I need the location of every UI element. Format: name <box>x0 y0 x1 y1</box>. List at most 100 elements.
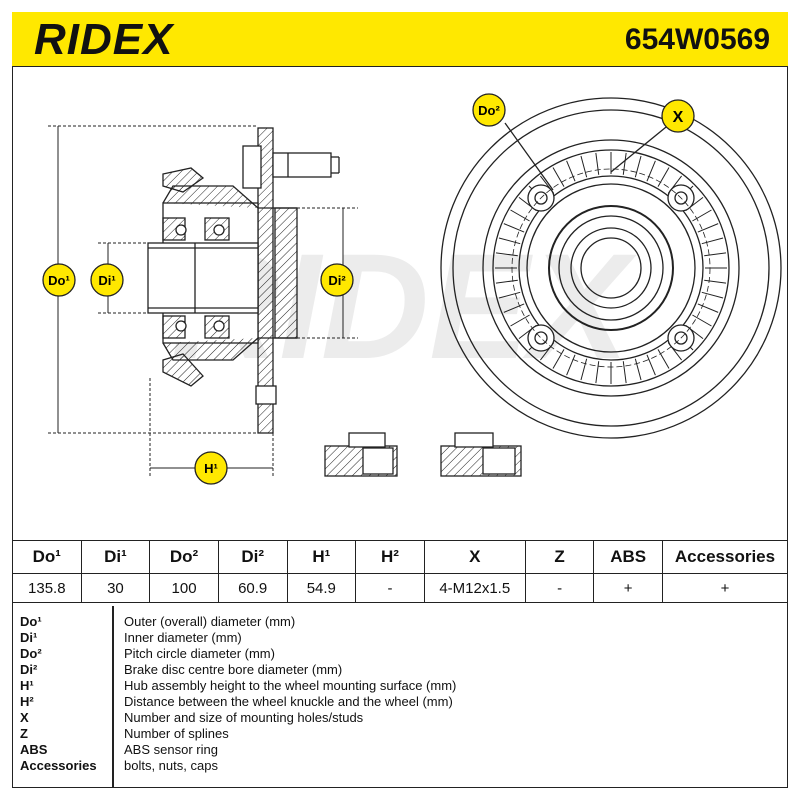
abs-tooth <box>510 314 530 327</box>
spec-value: + <box>593 573 663 603</box>
abs-tooth <box>634 358 642 381</box>
spec-header: H¹ <box>286 540 357 574</box>
legend-item: Do² Pitch circle diameter (mm) <box>12 646 788 662</box>
spec-header: X <box>423 540 526 574</box>
abs-tooth <box>657 349 670 369</box>
label-do2: Do² <box>472 93 506 127</box>
label-di2: Di² <box>320 263 354 297</box>
technical-drawing: RIDEX <box>42 93 782 485</box>
legend-term: Di² <box>20 662 38 677</box>
abs-tooth <box>503 223 525 233</box>
legend-desc: Distance between the wheel knuckle and t… <box>124 694 453 709</box>
nut-icon <box>440 432 522 477</box>
legend-item: Di² Brake disc centre bore diameter (mm) <box>12 662 788 678</box>
abs-tooth <box>704 252 727 257</box>
spec-header: H² <box>355 540 425 574</box>
spec-header-row: Do¹ Di¹ Do² Di² H¹ H² X Z ABS Accessorie… <box>12 540 788 574</box>
legend: Do¹ Outer (overall) diameter (mm) Di¹ In… <box>12 606 788 788</box>
svg-text:Do¹: Do¹ <box>48 273 70 288</box>
legend-term: H¹ <box>20 678 34 693</box>
legend-item: Do¹ Outer (overall) diameter (mm) <box>12 614 788 630</box>
legend-term: Z <box>20 726 28 741</box>
abs-tooth <box>595 361 600 384</box>
legend-desc: Inner diameter (mm) <box>124 630 242 645</box>
legend-item: H² Distance between the wheel knuckle an… <box>12 694 788 710</box>
spec-header: Do¹ <box>12 540 82 574</box>
legend-item: ABS ABS sensor ring <box>12 742 788 758</box>
abs-tooth <box>566 160 576 182</box>
abs-tooth <box>697 223 719 233</box>
spec-value-row: 135.8 30 100 60.9 54.9 - 4-M12x1.5 - + + <box>12 573 788 603</box>
legend-desc: Brake disc centre bore diameter (mm) <box>124 662 343 677</box>
spec-header: Accessories <box>662 540 788 574</box>
part-number: 654W0569 <box>624 23 770 56</box>
spec-header: ABS <box>593 540 663 574</box>
abs-tooth <box>697 303 719 313</box>
legend-item: X Number and size of mounting holes/stud… <box>12 710 788 726</box>
legend-divider <box>112 606 114 788</box>
legend-term: Do² <box>20 646 42 661</box>
abs-tooth <box>704 279 727 284</box>
legend-desc: Hub assembly height to the wheel mountin… <box>124 678 457 693</box>
svg-text:Do²: Do² <box>478 103 500 118</box>
legend-term: Accessories <box>20 758 97 773</box>
spec-header: Z <box>524 540 595 574</box>
spec-value: 135.8 <box>12 573 82 603</box>
spec-header: Do² <box>149 540 219 574</box>
abs-tooth <box>701 237 724 245</box>
label-do1: Do¹ <box>42 263 76 297</box>
legend-term: ABS <box>20 742 48 757</box>
abs-tooth <box>701 291 724 299</box>
abs-sensor-ring <box>495 152 727 384</box>
hub-side-section <box>147 127 340 434</box>
spec-value: 100 <box>149 573 219 603</box>
brand-logo: RIDEX <box>34 15 174 64</box>
legend-term: Di¹ <box>20 630 38 645</box>
legend-desc: bolts, nuts, caps <box>124 758 218 773</box>
spec-value: 4-M12x1.5 <box>423 573 526 603</box>
abs-tooth <box>657 167 670 187</box>
spec-value: + <box>662 573 788 603</box>
label-di1: Di¹ <box>90 263 124 297</box>
abs-tooth <box>622 361 627 384</box>
legend-item: Z Number of splines <box>12 726 788 742</box>
abs-tooth <box>498 237 521 245</box>
abs-tooth <box>692 209 712 222</box>
legend-desc: Pitch circle diameter (mm) <box>124 646 275 661</box>
legend-term: X <box>20 710 29 725</box>
abs-tooth <box>580 358 588 381</box>
label-h1: H¹ <box>194 451 228 485</box>
legend-desc: Number and size of mounting holes/studs <box>124 710 364 725</box>
abs-tooth <box>495 279 518 284</box>
legend-item: H¹ Hub assembly height to the wheel moun… <box>12 678 788 694</box>
header-bar: RIDEX 654W0569 <box>12 12 788 67</box>
spec-value: - <box>524 573 595 603</box>
legend-desc: ABS sensor ring <box>124 742 218 757</box>
legend-term: Do¹ <box>20 614 42 629</box>
svg-text:H¹: H¹ <box>204 461 218 476</box>
spec-value: 54.9 <box>286 573 357 603</box>
abs-tooth <box>503 303 525 313</box>
abs-tooth <box>692 314 712 327</box>
nut-icon <box>324 432 398 477</box>
legend-item: Accessories bolts, nuts, caps <box>12 758 788 774</box>
abs-tooth <box>595 152 600 175</box>
abs-tooth <box>622 152 627 175</box>
abs-tooth <box>510 209 530 222</box>
spec-value: - <box>355 573 425 603</box>
spec-header: Di¹ <box>80 540 151 574</box>
abs-tooth <box>498 291 521 299</box>
svg-text:X: X <box>673 109 684 126</box>
spec-header: Di² <box>217 540 288 574</box>
abs-tooth <box>646 160 656 182</box>
abs-tooth <box>552 349 565 369</box>
abs-tooth <box>566 354 576 376</box>
abs-tooth <box>634 155 642 178</box>
legend-item: Di¹ Inner diameter (mm) <box>12 630 788 646</box>
abs-tooth <box>580 155 588 178</box>
svg-text:Di¹: Di¹ <box>98 273 115 288</box>
spec-table: Do¹ Di¹ Do² Di² H¹ H² X Z ABS Accessorie… <box>12 540 788 603</box>
spec-value: 60.9 <box>217 573 288 603</box>
spec-value: 30 <box>80 573 151 603</box>
legend-term: H² <box>20 694 34 709</box>
